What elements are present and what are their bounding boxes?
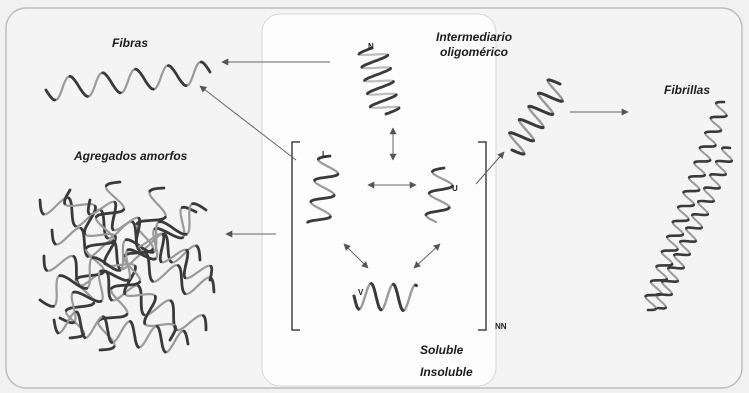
- marker-nn: NN: [495, 322, 507, 331]
- intermediario-label-line2: oligomérico: [440, 45, 508, 59]
- insoluble-label: Insoluble: [420, 365, 473, 379]
- marker-n: N: [368, 42, 374, 51]
- fibras-label: Fibras: [112, 36, 148, 50]
- marker-l: L: [322, 150, 327, 159]
- marker-u: U: [452, 184, 458, 193]
- agregados-label: Agregados amorfos: [74, 149, 187, 163]
- marker-v: V: [358, 288, 363, 297]
- soluble-label: Soluble: [420, 343, 463, 357]
- intermediario-label-line1: Intermediario: [436, 30, 512, 44]
- fibrillas-label: Fibrillas: [664, 83, 710, 97]
